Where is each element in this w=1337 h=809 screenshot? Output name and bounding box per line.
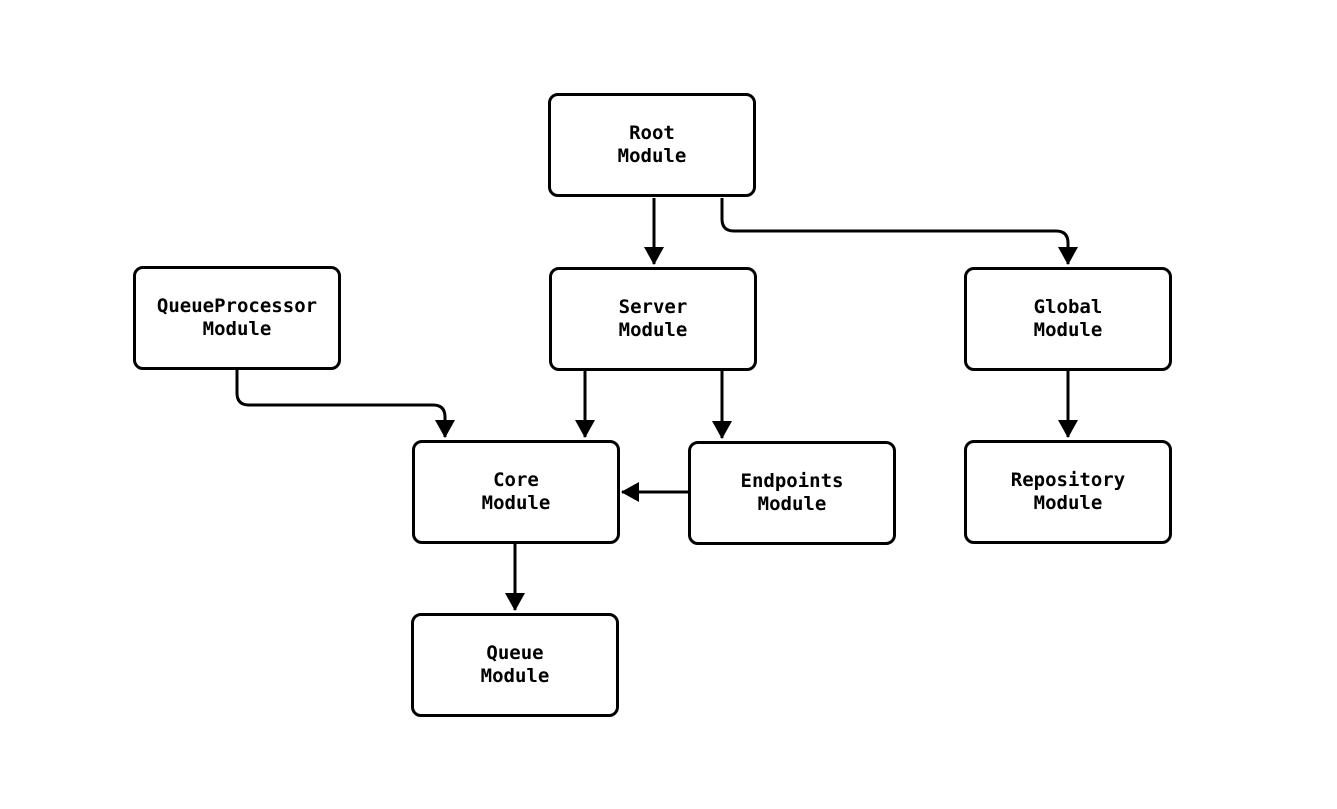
node-global-module: Global Module bbox=[964, 267, 1172, 371]
node-root-module: Root Module bbox=[548, 93, 756, 197]
node-core-module: Core Module bbox=[412, 440, 620, 544]
node-endpoints-module: Endpoints Module bbox=[688, 441, 896, 545]
node-server-module: Server Module bbox=[549, 267, 757, 371]
node-queue-module: Queue Module bbox=[411, 613, 619, 717]
node-repository-module: Repository Module bbox=[964, 440, 1172, 544]
edge-queueprocessor-to-core bbox=[235, 370, 455, 438]
node-queueprocessor-module: QueueProcessor Module bbox=[133, 266, 341, 370]
edge-root-to-global bbox=[720, 198, 1078, 265]
